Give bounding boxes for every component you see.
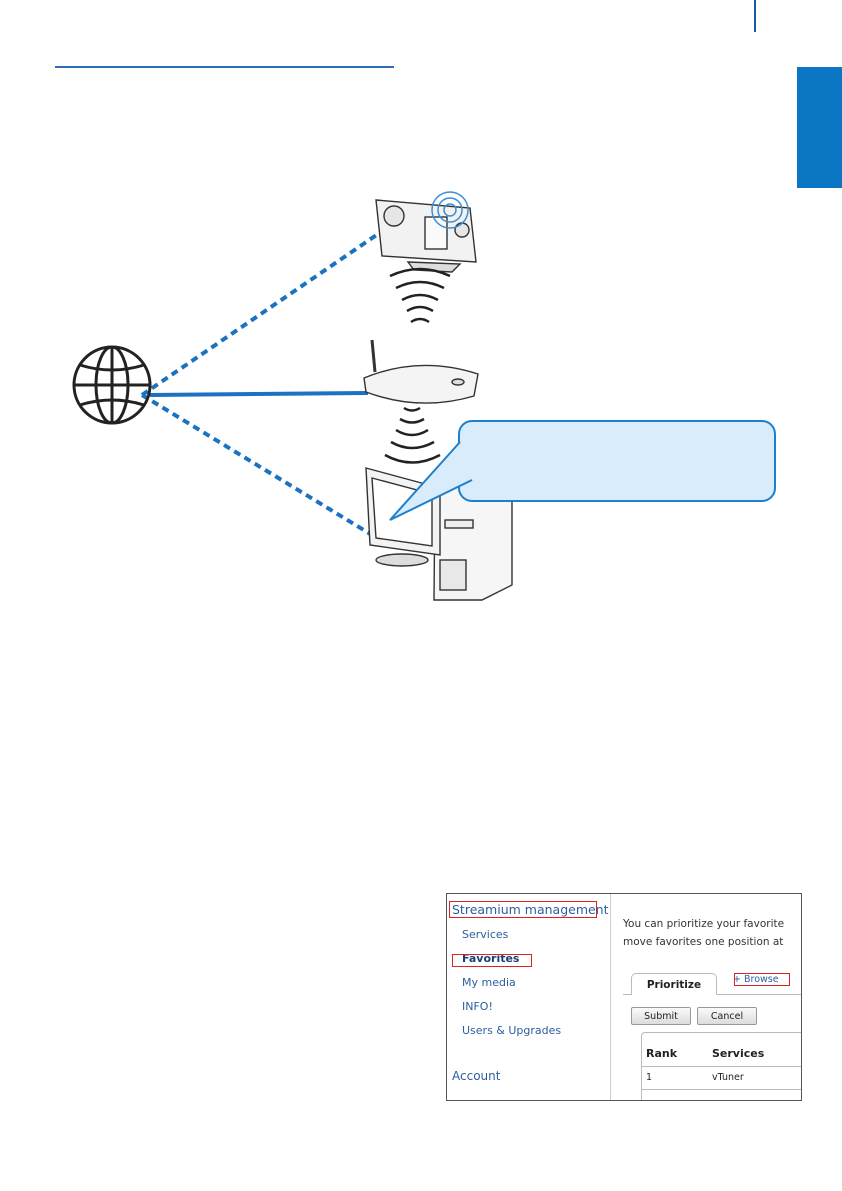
callout-pointer [389,441,473,521]
nav-item-info[interactable]: INFO! [462,1000,493,1013]
streamium-sidebar: Streamium management Services Favorites … [447,894,611,1100]
browse-highlight [734,973,790,986]
table-cell-rank: 1 [646,1072,653,1083]
link-globe-to-router [149,391,369,397]
nav-item-my-media[interactable]: My media [462,976,516,989]
table-cell-service: vTuner [712,1072,744,1083]
language-tab [797,67,842,188]
link-globe-to-music-system [140,232,380,397]
description-line-2: move favorites one position at [623,936,784,948]
favorites-highlight [452,954,532,967]
description-line-1: You can prioritize your favorite [623,918,785,930]
tab-prioritize[interactable]: Prioritize [631,973,717,995]
router-icon [363,339,479,404]
nav-item-users-upgrades[interactable]: Users & Upgrades [462,1024,562,1037]
music-system-icon [375,191,477,273]
link-globe-to-pc [140,393,374,537]
table-header-services: Services [712,1047,765,1060]
section-title-rule [55,66,394,68]
wifi-signal-icon [384,406,441,464]
cancel-button[interactable]: Cancel [697,1007,757,1025]
top-margin-rule [754,0,756,32]
tab-browse[interactable]: + Browse [733,974,779,985]
network-diagram [72,191,513,601]
table-header-rank: Rank [646,1047,678,1060]
nav-item-favorites[interactable]: Favorites [462,952,520,965]
table-row[interactable] [641,1066,801,1090]
submit-button[interactable]: Submit [631,1007,691,1025]
nav-header-highlight [449,901,597,918]
callout-bubble [458,420,776,502]
nav-account[interactable]: Account [452,1069,501,1083]
streamium-screenshot: Streamium management Services Favorites … [446,893,802,1101]
globe-icon [72,345,152,425]
callout-text [460,422,774,438]
wifi-signal-icon [389,267,451,324]
nav-item-services[interactable]: Services [462,928,509,941]
nav-header[interactable]: Streamium management [452,902,609,917]
